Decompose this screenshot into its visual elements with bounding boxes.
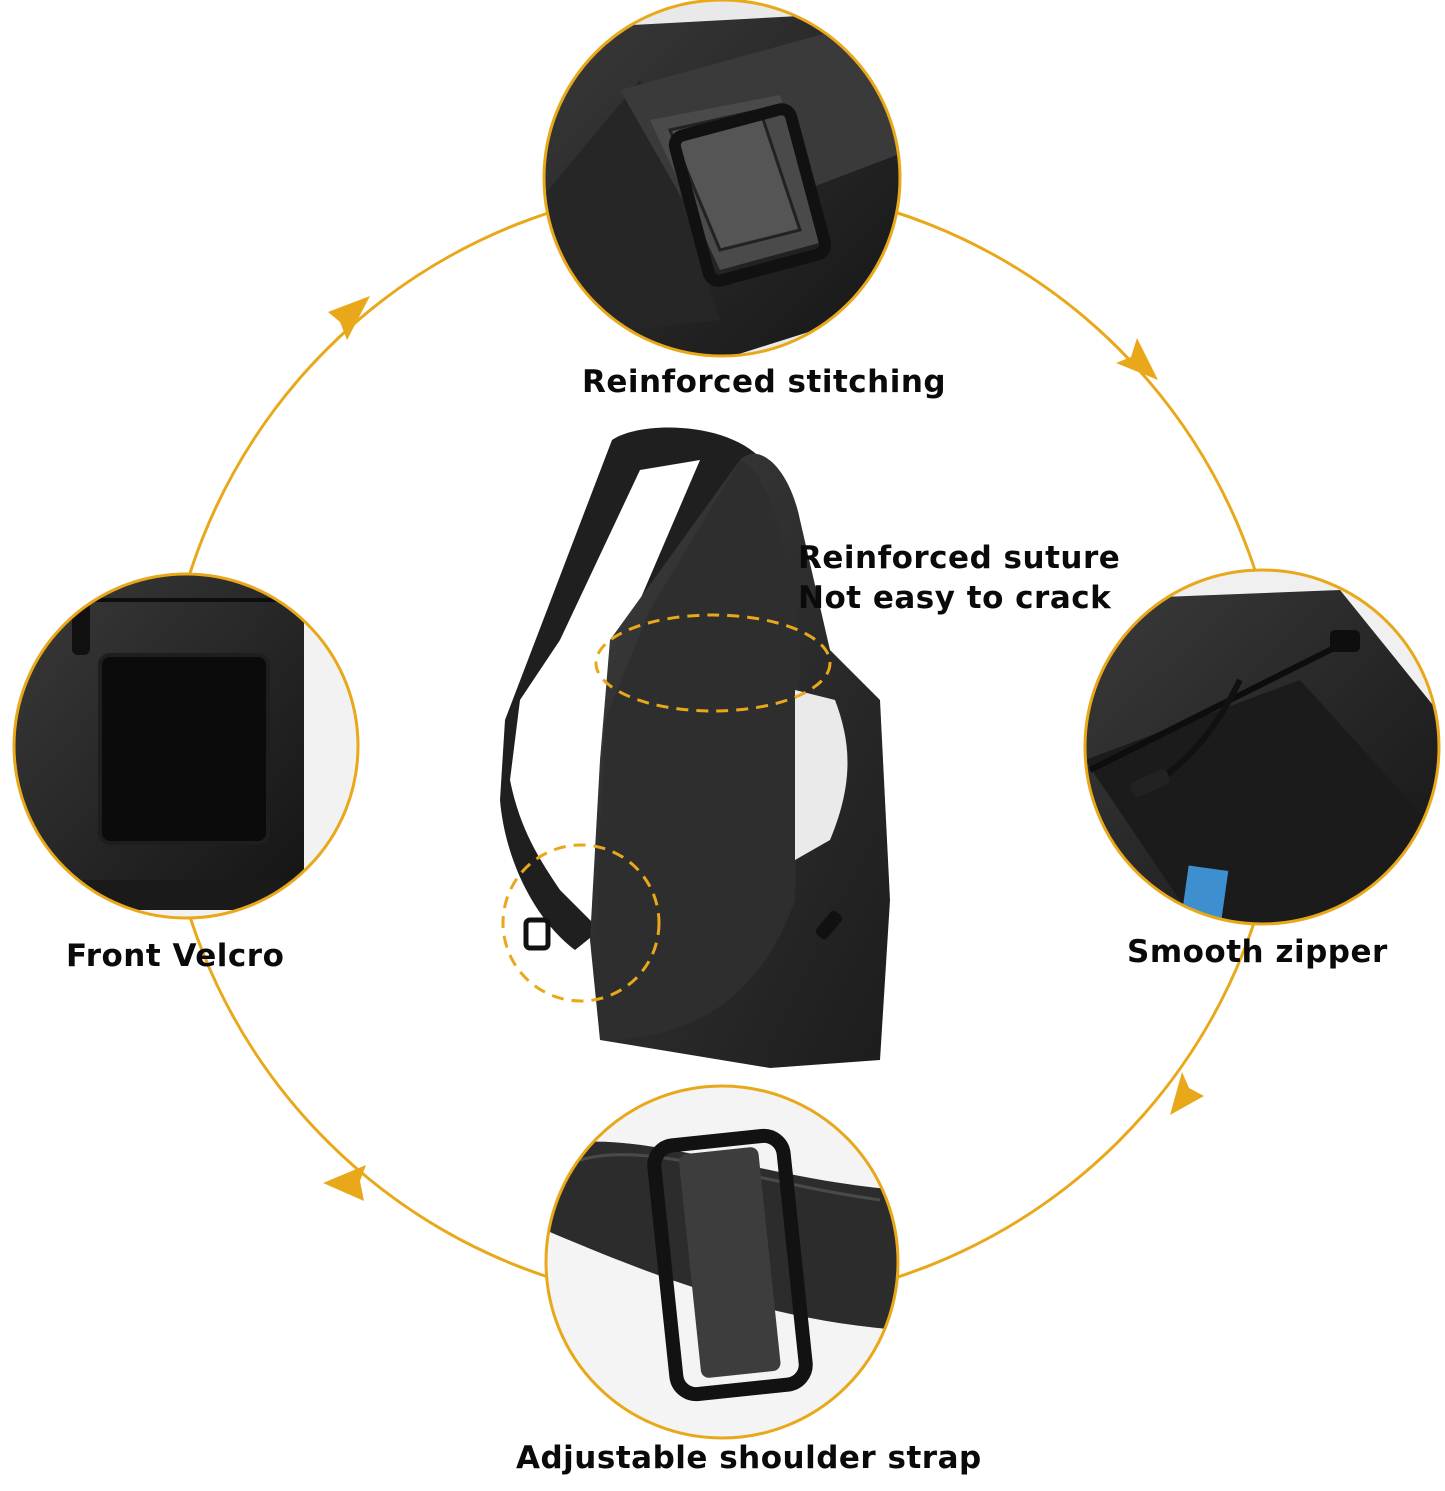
arrow-head-icon bbox=[1170, 1072, 1204, 1115]
callout-line-1: Reinforced suture bbox=[798, 540, 1121, 576]
arrow-head-icon bbox=[328, 296, 370, 340]
sling-bag-image bbox=[500, 427, 890, 1069]
detail-stitching bbox=[542, 0, 902, 358]
buckle-icon bbox=[668, 103, 832, 287]
detail-velcro bbox=[12, 572, 360, 920]
label-front-velcro: Front Velcro bbox=[66, 938, 285, 974]
callout-line-2: Not easy to crack bbox=[798, 580, 1112, 616]
zipper-pull-icon bbox=[1130, 630, 1360, 797]
label-smooth-zipper: Smooth zipper bbox=[1127, 934, 1388, 970]
detail-strap bbox=[544, 1084, 900, 1440]
arrow-head-icon bbox=[323, 1165, 366, 1201]
highlight-suture bbox=[594, 613, 832, 713]
velcro-patch-icon bbox=[98, 653, 270, 845]
callout-suture: Reinforced suture Not easy to crack bbox=[798, 538, 1120, 618]
buckle-icon bbox=[647, 1128, 813, 1402]
highlight-buckle bbox=[501, 843, 661, 1003]
label-adjustable-strap: Adjustable shoulder strap bbox=[516, 1440, 982, 1476]
label-reinforced-stitching: Reinforced stitching bbox=[582, 364, 947, 400]
arrow-head-icon bbox=[1116, 338, 1158, 380]
detail-zipper bbox=[1083, 568, 1441, 926]
